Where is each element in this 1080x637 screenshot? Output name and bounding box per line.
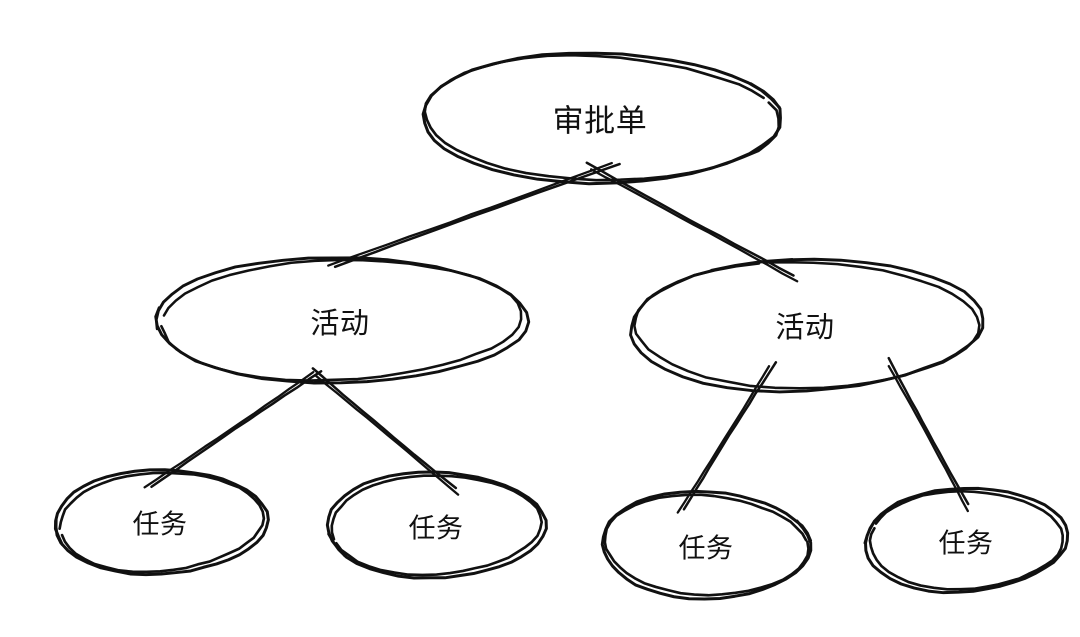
node-outline-root-pass-1 <box>421 51 782 186</box>
node-outline-task-4-pass-2 <box>868 489 1065 591</box>
edge-left-task1-stroke-b <box>143 370 315 489</box>
node-outline-task-2-pass-2 <box>330 474 544 577</box>
edge-right-task3-stroke-a <box>682 361 778 511</box>
node-outline-task-3-pass-1 <box>600 489 813 601</box>
edge-left-task2-stroke-a <box>311 367 458 490</box>
node-outline-task-3-pass-2 <box>603 493 810 597</box>
edge-right-task4-stroke-a <box>887 356 970 506</box>
edge-right-task4-stroke-b <box>887 364 969 513</box>
node-outline-activity-left-pass-2 <box>160 258 523 382</box>
edge-root-left-stroke-a <box>333 162 621 269</box>
node-outline-task-2-pass-1 <box>325 470 548 580</box>
node-outline-root-pass-2 <box>423 53 781 182</box>
node-outline-task-1-pass-1 <box>53 468 270 577</box>
node-outline-task-1-pass-2 <box>58 471 266 574</box>
node-outline-activity-right-pass-2 <box>633 260 981 390</box>
edge-left-task1-stroke-a <box>150 370 323 489</box>
edge-root-right-stroke-b <box>590 168 799 283</box>
node-outline-task-4-pass-1 <box>863 486 1070 595</box>
